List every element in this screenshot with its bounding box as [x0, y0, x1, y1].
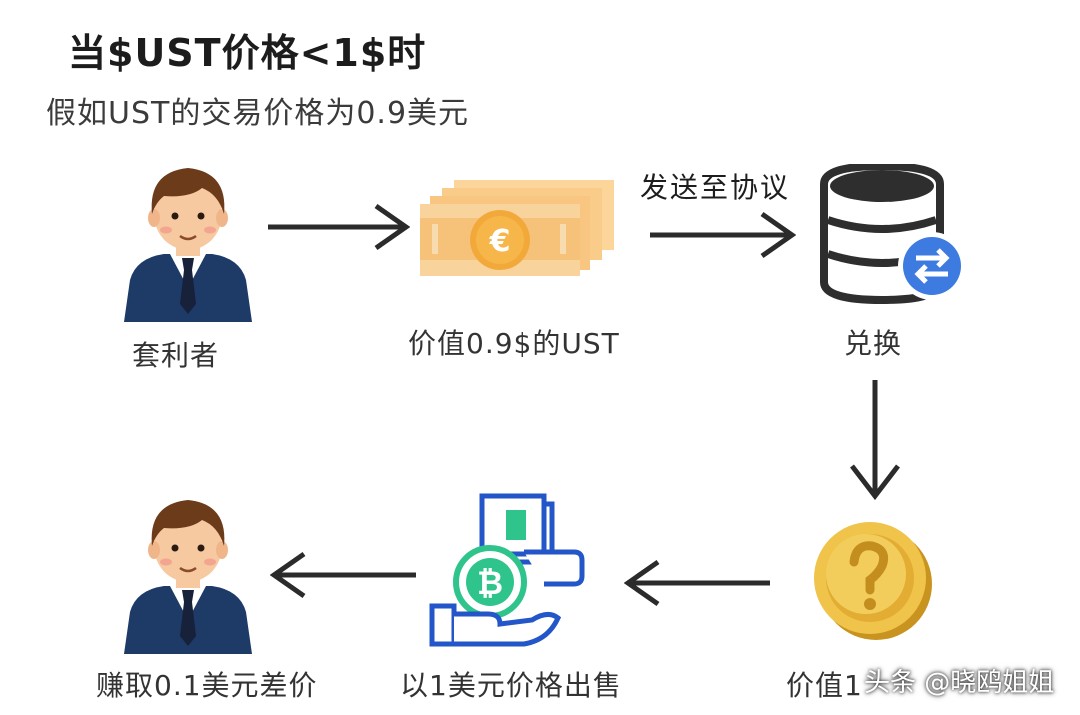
arrow-left-icon — [624, 558, 770, 608]
watermark: 头条 @晓鸥姐姐 — [864, 668, 1055, 698]
arrow-right-icon — [650, 210, 796, 260]
diagram-title: 当$UST价格<1$时 — [68, 31, 427, 75]
label-ust-value: 价值0.9$的UST — [408, 327, 620, 360]
arbitrageur-person-icon — [120, 158, 256, 322]
profit-person-icon — [120, 490, 256, 654]
database-swap-icon — [820, 164, 970, 304]
label-arbitrageur: 套利者 — [132, 339, 220, 372]
arrow-left-icon — [270, 550, 416, 600]
label-coin-value: 价值1 — [786, 669, 863, 702]
label-exchange: 兑换 — [844, 327, 903, 360]
question-coin-icon — [812, 518, 934, 642]
label-profit: 赚取0.1美元差价 — [96, 669, 318, 702]
label-sell: 以1美元价格出售 — [400, 669, 622, 702]
diagram-subtitle: 假如UST的交易价格为0.9美元 — [46, 96, 470, 131]
svg-text:€: € — [489, 224, 511, 259]
arrow-right-icon — [268, 202, 410, 252]
svg-text:₿: ₿ — [477, 564, 503, 602]
banknotes-icon: € — [420, 178, 618, 278]
arrow-down-icon — [848, 380, 902, 500]
bitcoin-hand-icon: ₿ — [428, 490, 588, 650]
arrow-label-send-to-protocol: 发送至协议 — [640, 171, 791, 204]
